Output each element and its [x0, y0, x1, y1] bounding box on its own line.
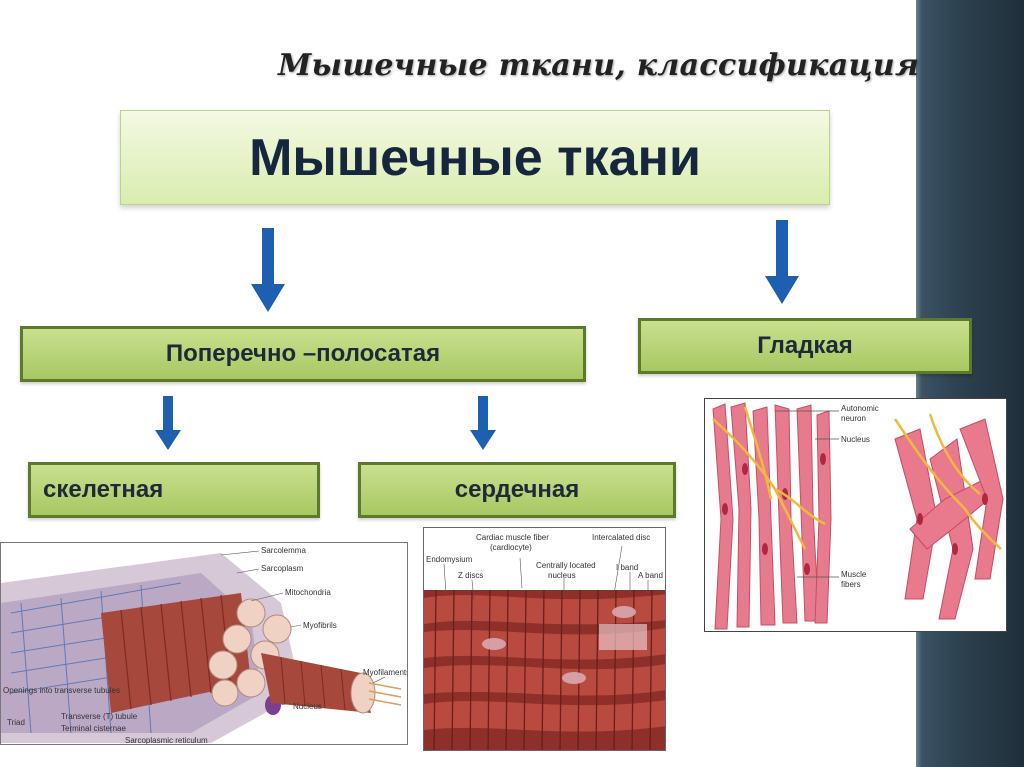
- cardiac-node-label: сердечная: [455, 476, 580, 504]
- smooth-node-label: Гладкая: [757, 332, 853, 360]
- striated-node-box: Поперечно –полосатая: [20, 326, 586, 382]
- smooth-label-neuron: neuron: [841, 414, 866, 423]
- skeletal-label-openings: Openings into transverse tubules: [3, 686, 120, 695]
- cardiac-label-central: Centrally located: [536, 561, 596, 570]
- smooth-node-box: Гладкая: [638, 318, 972, 374]
- cardiac-label-fiber: Cardiac muscle fiber: [476, 533, 549, 542]
- skeletal-muscle-drawing: Sarcolemma Sarcoplasm Mitochondria Myofi…: [1, 543, 408, 745]
- skeletal-label-sarcoplasmic-reticulum: Sarcoplasmic reticulum: [125, 736, 208, 745]
- cardiac-muscle-drawing: Endomysium Z discs Cardiac muscle fiber …: [424, 528, 666, 751]
- smooth-label-nucleus: Nucleus: [841, 435, 870, 444]
- skeletal-label-sarcolemma: Sarcolemma: [261, 546, 306, 555]
- smooth-muscle-illustration: Autonomic neuron Nucleus Muscle fibers: [704, 398, 1007, 632]
- arrow-down-to-skeletal: [153, 396, 183, 452]
- skeletal-label-nucleus: Nucleus: [293, 702, 322, 711]
- arrow-down-to-striated: [248, 228, 288, 314]
- cardiac-muscle-illustration: Endomysium Z discs Cardiac muscle fiber …: [423, 527, 666, 751]
- skeletal-label-t-tubule: Transverse (T) tubule: [61, 712, 138, 721]
- slide-title: Мышечные ткани, классификация: [278, 48, 919, 83]
- skeletal-label-myofibrils: Myofibrils: [303, 621, 337, 630]
- side-decor-panel: [916, 0, 1024, 767]
- smooth-label-fibers: fibers: [841, 580, 861, 589]
- skeletal-label-triad: Triad: [7, 718, 25, 727]
- arrow-down-to-smooth: [762, 220, 802, 306]
- cardiac-label-intercalated-disc: Intercalated disc: [592, 533, 650, 542]
- skeletal-node-box: скелетная: [28, 462, 320, 518]
- skeletal-node-label: скелетная: [43, 476, 163, 504]
- smooth-label-autonomic: Autonomic: [841, 404, 879, 413]
- smooth-label-muscle: Muscle: [841, 570, 867, 579]
- striated-node-label: Поперечно –полосатая: [166, 340, 440, 368]
- root-node-label: Мышечные ткани: [249, 128, 701, 188]
- cardiac-label-i-band: I band: [616, 563, 638, 572]
- skeletal-label-myofilaments: Myofilaments: [363, 668, 408, 677]
- cardiac-label-nucleus: nucleus: [548, 571, 576, 580]
- smooth-muscle-drawing: Autonomic neuron Nucleus Muscle fibers: [705, 399, 1007, 632]
- cardiac-label-cardiocyte: (cardiocyte): [490, 543, 532, 552]
- cardiac-label-z-discs: Z discs: [458, 571, 483, 580]
- skeletal-label-terminal-cisternae: Terminal cisternae: [61, 724, 126, 733]
- skeletal-label-mitochondria: Mitochondria: [285, 588, 331, 597]
- arrow-down-to-cardiac: [468, 396, 498, 452]
- skeletal-label-sarcoplasm: Sarcoplasm: [261, 564, 304, 573]
- cardiac-node-box: сердечная: [358, 462, 676, 518]
- cardiac-label-a-band: A band: [638, 571, 663, 580]
- root-node-box: Мышечные ткани: [120, 110, 830, 205]
- skeletal-muscle-illustration: Sarcolemma Sarcoplasm Mitochondria Myofi…: [0, 542, 408, 745]
- cardiac-label-endomysium: Endomysium: [426, 555, 473, 564]
